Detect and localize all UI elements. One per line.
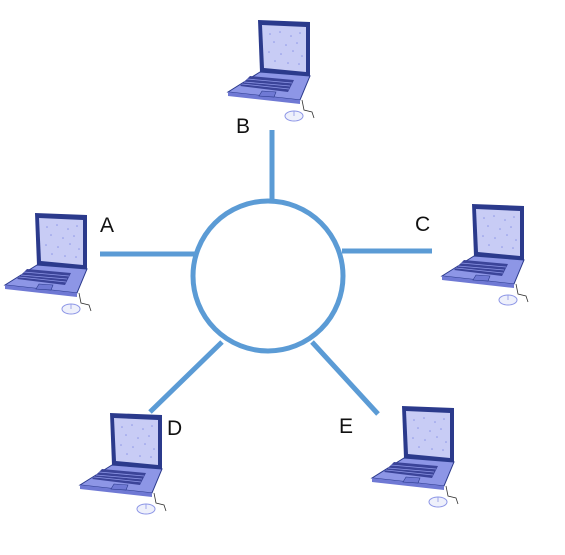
laptop-node-b — [227, 19, 315, 122]
laptop-icon — [371, 405, 459, 508]
link-d — [148, 340, 224, 414]
node-label-d: D — [167, 417, 182, 440]
laptop-icon — [441, 203, 529, 306]
laptop-node-d — [79, 412, 167, 515]
laptop-node-a — [4, 212, 92, 315]
laptop-icon — [227, 19, 315, 122]
link-e — [310, 340, 380, 416]
central-ring-node — [190, 198, 346, 354]
laptop-icon — [79, 412, 167, 515]
node-label-c: C — [415, 213, 430, 236]
node-label-e: E — [339, 415, 353, 438]
laptop-node-c — [441, 203, 529, 306]
node-label-b: B — [236, 115, 250, 138]
laptop-node-e — [371, 405, 459, 508]
laptop-icon — [4, 212, 92, 315]
node-label-a: A — [100, 214, 114, 237]
